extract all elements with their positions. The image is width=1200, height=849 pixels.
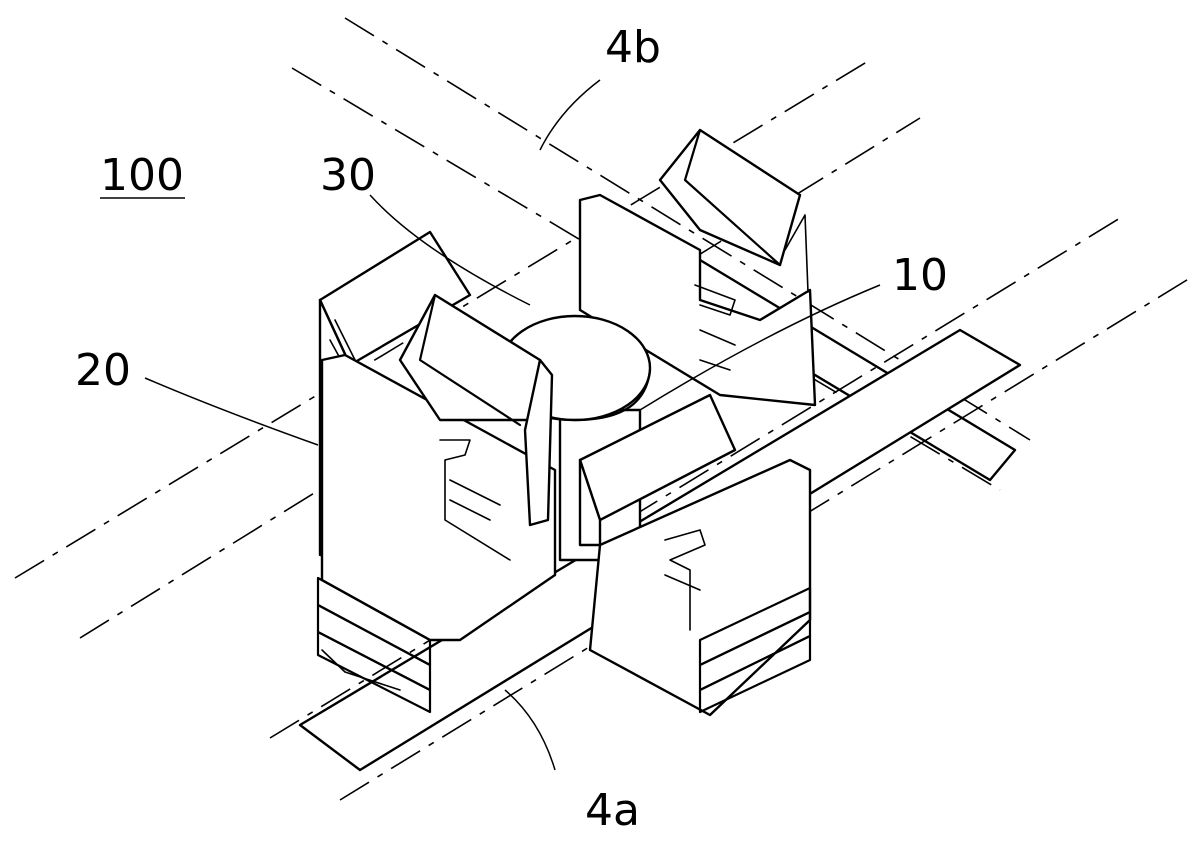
clip-holder-20 <box>316 293 557 714</box>
label-fastener-30: 30 <box>320 150 376 201</box>
leader-4a <box>504 689 556 771</box>
label-clip-holder-20: 20 <box>75 345 131 396</box>
clip-block-front-right-ribs <box>698 586 812 714</box>
clip-block-front-right <box>578 393 812 717</box>
leader-10 <box>639 284 881 411</box>
label-assembly-100: 100 <box>100 150 184 201</box>
leader-20 <box>144 377 319 446</box>
leader-4b <box>539 79 601 151</box>
label-center-part-10: 10 <box>892 250 948 301</box>
label-rod-4a: 4a <box>585 785 640 836</box>
leader-30 <box>369 194 531 306</box>
leader-lines <box>100 79 881 771</box>
clip-block-back-right <box>578 128 817 407</box>
reference-labels: 100 4b 30 10 20 4a <box>75 22 948 836</box>
label-rod-4b: 4b <box>605 22 661 73</box>
clip-holder-20-ribs <box>316 576 432 714</box>
